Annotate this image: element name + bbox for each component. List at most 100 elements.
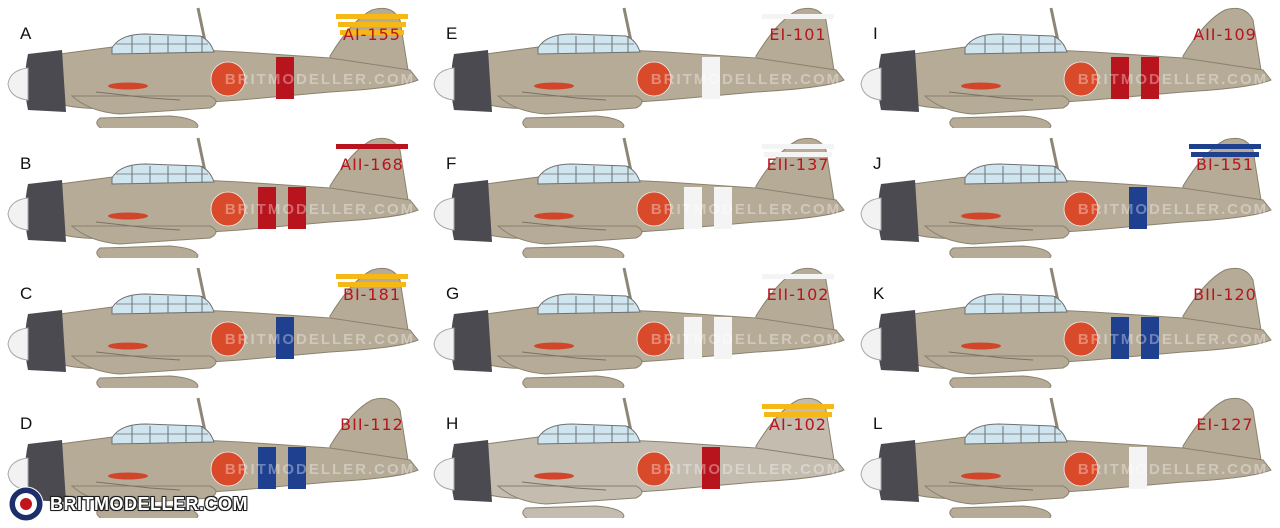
fuselage-band: [258, 187, 276, 229]
spinner: [7, 197, 29, 231]
spinner: [433, 197, 455, 231]
drop-tank: [522, 115, 625, 128]
spinner: [7, 327, 29, 361]
engine-cowl: [25, 440, 66, 502]
exhaust-detail: [961, 82, 1001, 90]
wing: [923, 485, 1070, 505]
profile-letter: A: [20, 24, 32, 43]
hinomaru: [211, 322, 245, 356]
tail-stripe: [764, 152, 832, 157]
tail-stripe: [764, 412, 832, 417]
fuselage-band: [714, 317, 732, 359]
drop-tank: [522, 505, 625, 518]
engine-cowl: [878, 310, 919, 372]
engine-cowl: [451, 440, 492, 502]
spinner: [860, 197, 882, 231]
tail-stripe: [762, 14, 834, 19]
roundel-icon: [8, 486, 44, 522]
drop-tank: [949, 375, 1052, 388]
watermark: BRITMODELLER.COM: [1078, 331, 1268, 348]
spinner: [860, 67, 882, 101]
exhaust-detail: [961, 212, 1001, 220]
tail-fin: [1182, 397, 1262, 461]
profile-letter: B: [20, 154, 32, 173]
wing: [70, 225, 217, 245]
profile-letter: J: [873, 154, 882, 173]
tail-code: BII-112: [340, 415, 404, 434]
exhaust-detail: [534, 472, 574, 480]
fuselage-band: [288, 447, 306, 489]
wing: [496, 95, 643, 115]
profile-letter: C: [20, 284, 33, 303]
wing: [496, 485, 643, 505]
wing: [70, 485, 217, 505]
hinomaru: [637, 452, 671, 486]
fuselage-band: [1141, 317, 1159, 359]
wing: [70, 95, 217, 115]
tail-fin: [1182, 267, 1262, 331]
fuselage-band: [684, 187, 702, 229]
tail-fin: [329, 397, 409, 461]
fuselage-band: [276, 57, 294, 99]
fuselage-band: [1129, 447, 1147, 489]
engine-cowl: [25, 180, 66, 242]
exhaust-detail: [534, 82, 574, 90]
exhaust-detail: [961, 472, 1001, 480]
spinner: [433, 67, 455, 101]
exhaust-detail: [108, 342, 148, 350]
watermark: BRITMODELLER.COM: [651, 461, 841, 478]
tail-code: EII-102: [767, 285, 830, 304]
spinner: [7, 67, 29, 101]
drop-tank: [949, 245, 1052, 258]
spinner: [433, 327, 455, 361]
wing: [923, 95, 1070, 115]
watermark: BRITMODELLER.COM: [225, 331, 415, 348]
hinomaru: [1064, 192, 1098, 226]
tail-stripe: [336, 144, 408, 149]
drop-tank: [949, 505, 1052, 518]
exhaust-detail: [108, 82, 148, 90]
wing: [923, 355, 1070, 375]
profile-letter: G: [446, 284, 460, 303]
hinomaru: [637, 322, 671, 356]
hinomaru: [637, 192, 671, 226]
fuselage-band: [288, 187, 306, 229]
watermark: BRITMODELLER.COM: [225, 201, 415, 218]
fuselage-band: [684, 317, 702, 359]
tail-code: BI-151: [1196, 155, 1254, 174]
tail-stripe: [336, 274, 408, 279]
engine-cowl: [451, 180, 492, 242]
watermark: BRITMODELLER.COM: [651, 71, 841, 88]
profile-letter: F: [446, 154, 457, 173]
fuselage-band: [258, 447, 276, 489]
tail-stripe: [340, 30, 404, 35]
tail-fin: [755, 7, 835, 71]
watermark: BRITMODELLER.COM: [651, 201, 841, 218]
engine-cowl: [878, 180, 919, 242]
spinner: [433, 457, 455, 491]
tail-stripe: [336, 14, 408, 19]
profile-letter: H: [446, 414, 459, 433]
tail-code: EI-127: [1196, 415, 1253, 434]
wing: [496, 355, 643, 375]
drop-tank: [522, 375, 625, 388]
tail-stripe: [762, 274, 834, 279]
